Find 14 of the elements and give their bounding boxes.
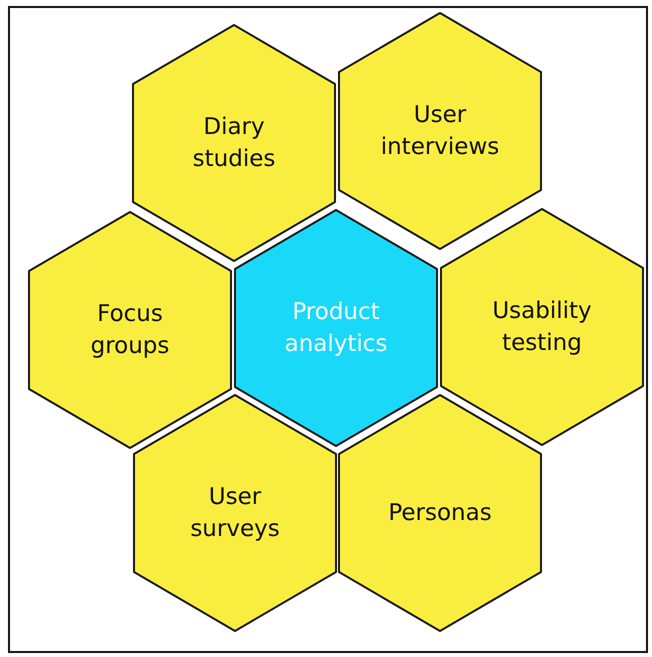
hexagon (133, 25, 335, 261)
hexagon-label: Diary studies (192, 113, 276, 174)
hexagon (339, 395, 541, 631)
hexagon (441, 209, 643, 445)
hexagon (29, 212, 231, 448)
hexagon-label: Product analytics (284, 298, 388, 359)
hexagon-label: Focus groups (90, 300, 170, 361)
hexagon-label: Usability testing (491, 297, 593, 358)
hexagon-label: Personas (387, 499, 493, 528)
hexagon (339, 13, 541, 249)
center-hexagon (235, 210, 437, 446)
hexagon (134, 395, 336, 631)
hexagon-label: User interviews (380, 101, 500, 162)
hexagon-label: User surveys (189, 483, 281, 544)
